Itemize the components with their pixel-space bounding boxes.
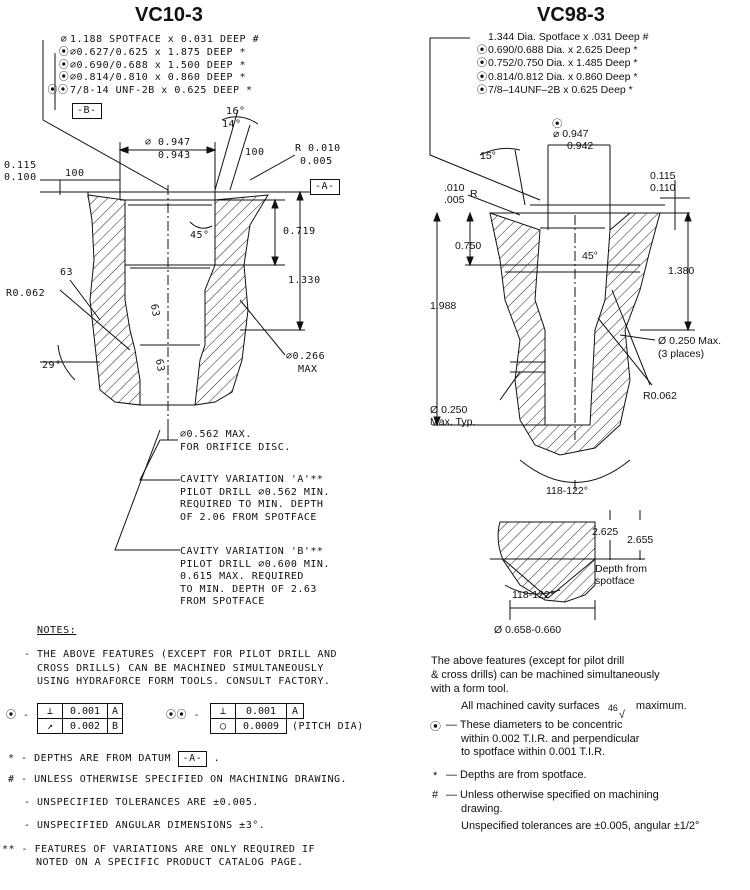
fcf1-tol-cell: 0.001 (62, 703, 108, 719)
dim-1380: 1.380 (668, 265, 695, 277)
max-label: MAX (298, 364, 318, 375)
fcf1-tol2-cell: 0.002 (62, 718, 108, 734)
finish-100-right: 100 (245, 147, 265, 158)
notes-heading: NOTES: (37, 625, 77, 636)
max-typ-label: Max. Typ. (430, 416, 476, 428)
cavity-variation-b: CAVITY VARIATION 'B'**PILOT DRILL ⌀0.600… (180, 546, 330, 608)
finish-63-a: 63 (60, 267, 74, 278)
vc10-3-title: VC10-3 (135, 4, 203, 26)
dia-0942-label: 0.942 (567, 140, 594, 152)
feature-row: ⦿0.752/0.750 Dia. x 1.485 Deep * (476, 57, 638, 70)
r-0010-label: R 0.010 (295, 143, 341, 154)
feature-row: 1.344 Dia. Spotface x .031 Deep # (488, 31, 649, 43)
fcf1-symbol: ⦿ - (6, 710, 30, 721)
datum-b-box: -B- (72, 103, 102, 119)
vc98-3-feature-list: 1.344 Dia. Spotface x .031 Deep # ⦿0.690… (476, 31, 649, 97)
spotface-label: spotface (595, 575, 635, 587)
dia-0250-max-label: Ø 0.250 Max. (658, 335, 722, 347)
dim-2655: 2.655 (627, 534, 654, 546)
angle-118-122-detail-label: 118-122° (512, 589, 554, 601)
dim-010: .010 (444, 182, 465, 194)
r-0062-label: R0.062 (643, 390, 677, 402)
angle-118-122-label: 118-122° (546, 485, 588, 497)
dim-0100: 0.100 (4, 172, 37, 183)
fcf2-perp-cell: ⊥ (210, 703, 236, 719)
feature-row: ⦿⌀0.627/0.625 x 1.875 DEEP * (58, 46, 247, 58)
unless-note: — Unless otherwise specified on machinin… (446, 789, 659, 815)
depth-note: — Depths are from spotface. (446, 769, 587, 781)
note-unless-specified: # - UNLESS OTHERWISE SPECIFIED ON MACHIN… (8, 774, 348, 785)
pitch-dia-label: (PITCH DIA) (292, 721, 364, 732)
fcf1-datum2-cell: B (107, 718, 123, 734)
concentric-symbol: ⦿ (430, 721, 441, 733)
fcf1-runout-cell: ↗ (37, 718, 63, 734)
angle-16-label: 16° (226, 106, 246, 117)
finish-63-c: 63 (152, 358, 167, 373)
note-angular: - UNSPECIFIED ANGULAR DIMENSIONS ±3°. (24, 820, 266, 831)
note-form-tools: - THE ABOVE FEATURES (EXCEPT FOR PILOT D… (24, 649, 337, 687)
surface-finish-note: All machined cavity surfaces 46 √ maximu… (461, 700, 687, 721)
depth-from-label: Depth from (595, 563, 647, 575)
feature-row: ⦿⌀0.814/0.810 x 0.860 DEEP * (58, 72, 247, 84)
fcf2-tol2-cell: 0.0009 (235, 718, 287, 734)
dim-0719: 0.719 (283, 226, 316, 237)
dia-0947-label: ⌀ 0.947 (145, 137, 191, 148)
feature-row: ⦿⦿7/8-14 UNF-2B x 0.625 DEEP * (47, 85, 253, 97)
angle-45-label: 45° (582, 250, 598, 262)
note-depth-datum: * - DEPTHS ARE FROM DATUM -A- . (8, 751, 220, 767)
r-0005-label: 0.005 (300, 156, 333, 167)
fcf2-datum-cell: A (286, 703, 304, 719)
angle-15-label: 15° (480, 150, 496, 162)
fcf2-circ-cell: ◯ (210, 718, 236, 734)
note-tolerances: - UNSPECIFIED TOLERANCES ARE ±0.005. (24, 797, 259, 808)
fcf2-tol-cell: 0.001 (235, 703, 287, 719)
orifice-note: ⌀0.562 MAX. FOR ORIFICE DISC. (180, 429, 291, 453)
dia-0947-label: ⌀ 0.947 (553, 128, 589, 140)
r-0062-label: R0.062 (6, 288, 46, 299)
dim-0750: 0.750 (455, 240, 482, 252)
concentric-note: — These diameters to be concentric withi… (446, 719, 640, 758)
cavity-variation-a: CAVITY VARIATION 'A'**PILOT DRILL ⌀0.562… (180, 474, 330, 523)
dim-1330: 1.330 (288, 275, 321, 286)
hash-symbol: # (432, 789, 439, 801)
feature-row: ⦿0.814/0.812 Dia. x 0.860 Deep * (476, 70, 638, 83)
dim-0110: 0.110 (650, 182, 676, 194)
feature-row: ⦿7/8–14UNF–2B x 0.625 Deep * (476, 83, 633, 96)
finish-100-left: 100 (65, 168, 85, 179)
feature-row: ⦿0.690/0.688 Dia. x 2.625 Deep * (476, 44, 638, 57)
note-variations: ** - FEATURES OF VARIATIONS ARE ONLY REQ… (2, 844, 315, 868)
dia-0250-label: Ø 0.250 (430, 404, 468, 416)
r-label: R (470, 188, 478, 200)
dim-2625: 2.625 (592, 526, 619, 538)
right-notes-intro: The above features (except for pilot dri… (431, 655, 660, 695)
dim-0115: 0.115 (4, 160, 37, 171)
three-places-label: (3 places) (658, 348, 705, 360)
vc98-3-title: VC98-3 (537, 4, 605, 26)
surface-roughness-value: 46 (607, 703, 618, 713)
dim-1988: 1.988 (430, 300, 457, 312)
star-symbol: * (433, 770, 438, 782)
dim-0115: 0.115 (650, 170, 676, 182)
surface-finish-icon: √ (618, 709, 625, 721)
feature-row: ⦿⌀0.690/0.688 x 1.500 DEEP * (58, 59, 247, 71)
vc98-3-cavity-drawing (429, 37, 695, 620)
dia-0266-label: ⌀0.266 (286, 351, 326, 362)
fcf1-perp-cell: ⊥ (37, 703, 63, 719)
concentric-icon: ⦿ (552, 118, 563, 130)
datum-a-box: -A- (310, 179, 340, 195)
angle-14-label: 14° (222, 119, 242, 130)
vc10-3-feature-list: ⌀1.188 SPOTFACE x 0.031 DEEP # ⦿⌀0.627/0… (48, 34, 260, 98)
finish-63-b: 63 (147, 303, 162, 318)
dia-0943-label: 0.943 (158, 150, 191, 161)
vc10-3-cavity-drawing (40, 40, 310, 551)
dim-005: .005 (444, 194, 465, 206)
feature-row: ⌀1.188 SPOTFACE x 0.031 DEEP # (60, 34, 260, 45)
dia-0658-0660-label: Ø 0.658-0.660 (494, 624, 562, 636)
angle-29-label: 29° (42, 360, 62, 371)
fcf2-symbol: ⦿⦿ - (166, 710, 201, 721)
tolerance-note: Unspecified tolerances are ±0.005, angul… (461, 820, 700, 832)
fcf1-datum-cell: A (107, 703, 123, 719)
angle-45-label: 45° (190, 230, 210, 241)
